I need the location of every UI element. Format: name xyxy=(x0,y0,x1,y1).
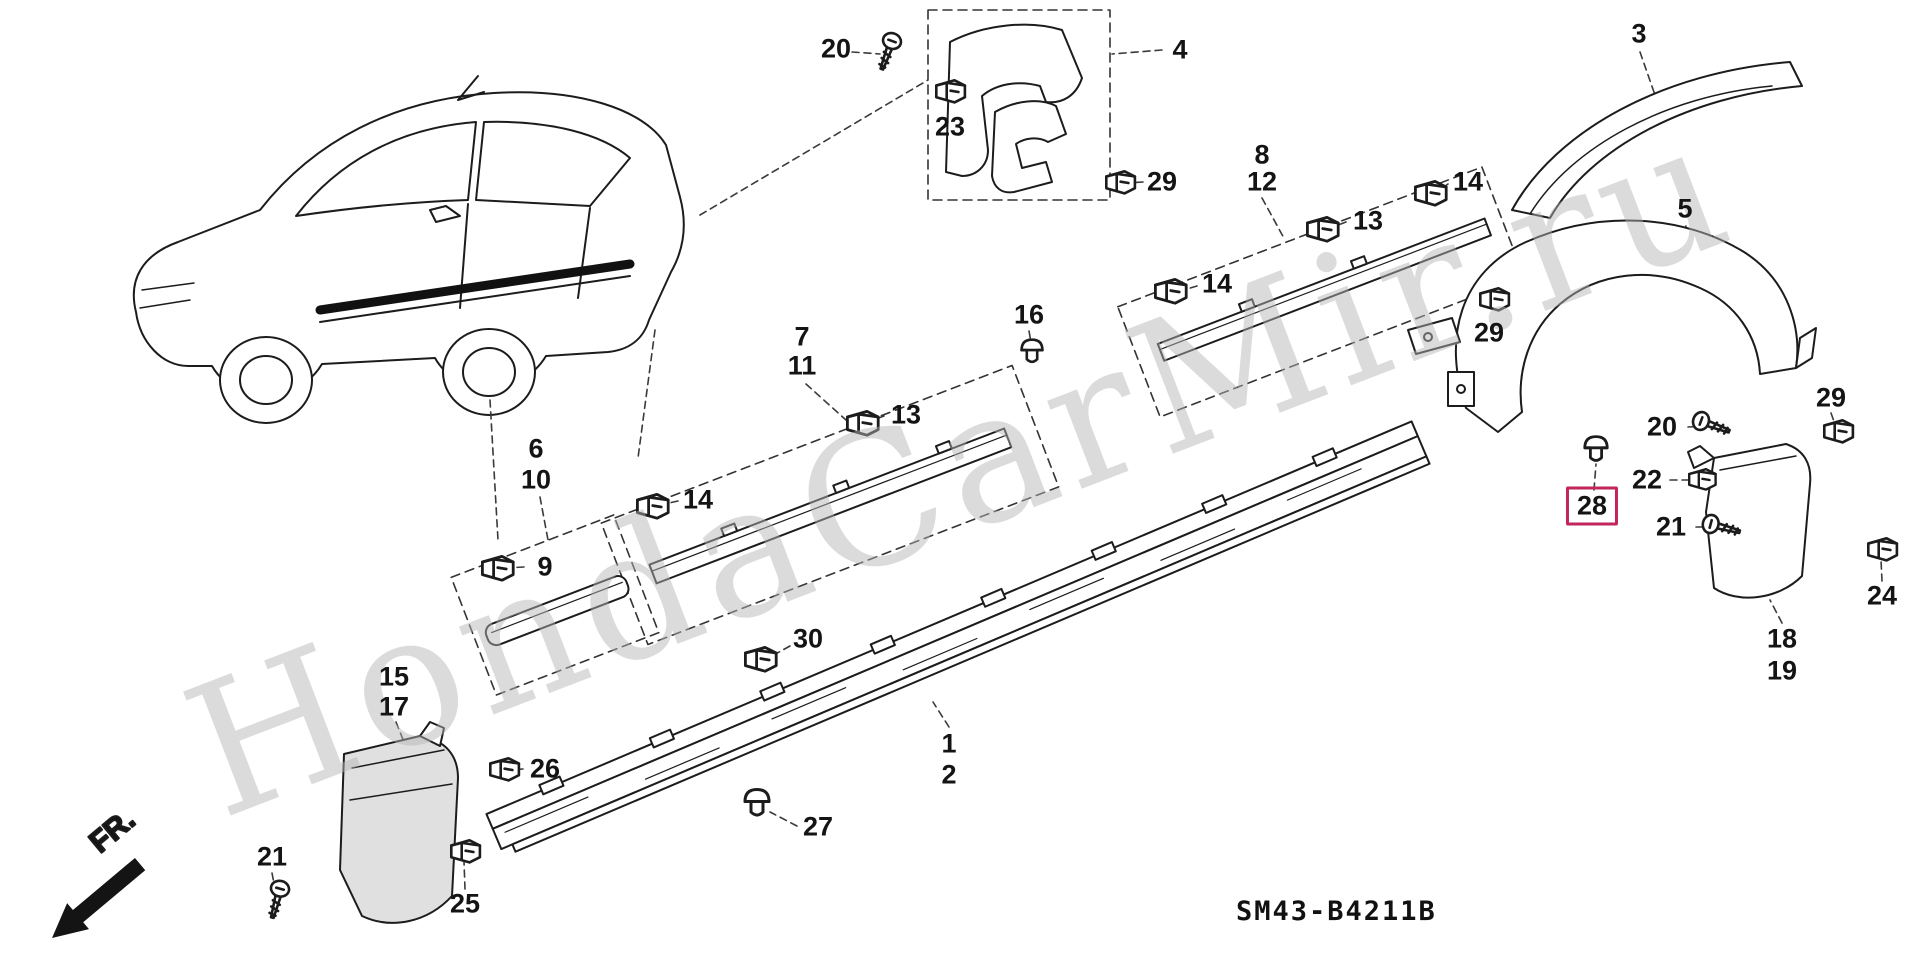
side-molding-upper xyxy=(1156,217,1492,362)
part-label-8[interactable]: 8 xyxy=(1254,139,1270,170)
part-label-3[interactable]: 3 xyxy=(1631,18,1647,49)
part-label-18[interactable]: 18 xyxy=(1766,623,1798,654)
part-label-13-upper[interactable]: 13 xyxy=(1352,205,1384,236)
part-label-9[interactable]: 9 xyxy=(537,551,553,582)
part-label-12[interactable]: 12 xyxy=(1246,166,1278,197)
part-label-24[interactable]: 24 xyxy=(1866,580,1898,611)
part-label-29-right[interactable]: 29 xyxy=(1815,382,1847,413)
part-label-16[interactable]: 16 xyxy=(1013,299,1045,330)
part-label-5[interactable]: 5 xyxy=(1677,193,1693,224)
part-label-26[interactable]: 26 xyxy=(529,753,561,784)
part-label-6[interactable]: 6 xyxy=(528,433,544,464)
part-label-1[interactable]: 1 xyxy=(941,728,957,759)
part-label-21-left[interactable]: 21 xyxy=(256,841,288,872)
part-label-11[interactable]: 11 xyxy=(787,350,817,381)
part-label-29-mid[interactable]: 29 xyxy=(1473,317,1505,348)
part-label-4[interactable]: 4 xyxy=(1172,34,1188,65)
part-label-15[interactable]: 15 xyxy=(378,661,410,692)
side-molding-small xyxy=(484,575,630,647)
part-label-7[interactable]: 7 xyxy=(794,321,810,352)
part-label-23[interactable]: 23 xyxy=(934,111,966,142)
part-label-2[interactable]: 2 xyxy=(941,759,957,790)
sill-garnish xyxy=(485,420,1431,853)
side-molding-middle xyxy=(648,427,1013,585)
fender-liner xyxy=(1407,219,1817,433)
part-label-17[interactable]: 17 xyxy=(378,691,410,722)
part-label-21-right[interactable]: 21 xyxy=(1655,511,1687,542)
part-label-14-lower[interactable]: 14 xyxy=(682,484,714,515)
part-label-30[interactable]: 30 xyxy=(792,623,824,654)
pillar-garnish xyxy=(945,23,1083,194)
wheel-arch-molding xyxy=(1511,61,1803,219)
mud-guard-left xyxy=(339,721,459,924)
part-label-19[interactable]: 19 xyxy=(1766,655,1798,686)
part-label-10[interactable]: 10 xyxy=(520,464,552,495)
part-label-25[interactable]: 25 xyxy=(449,888,481,919)
part-label-13-lower[interactable]: 13 xyxy=(890,399,922,430)
part-label-27[interactable]: 27 xyxy=(802,811,834,842)
dashed-boxes xyxy=(450,9,1525,696)
part-label-22[interactable]: 22 xyxy=(1631,464,1663,495)
part-label-14-upper-right[interactable]: 14 xyxy=(1452,166,1484,197)
part-label-14-upper-mid[interactable]: 14 xyxy=(1201,268,1233,299)
part-label-28[interactable]: 28 xyxy=(1565,486,1619,526)
part-label-20-top[interactable]: 20 xyxy=(820,33,852,64)
diagram-code: SM43-B4211B xyxy=(1236,896,1437,927)
mud-guard-right xyxy=(1687,443,1812,599)
part-label-29-top[interactable]: 29 xyxy=(1146,166,1178,197)
car-sketch xyxy=(132,75,685,424)
part-label-20-right[interactable]: 20 xyxy=(1646,411,1678,442)
